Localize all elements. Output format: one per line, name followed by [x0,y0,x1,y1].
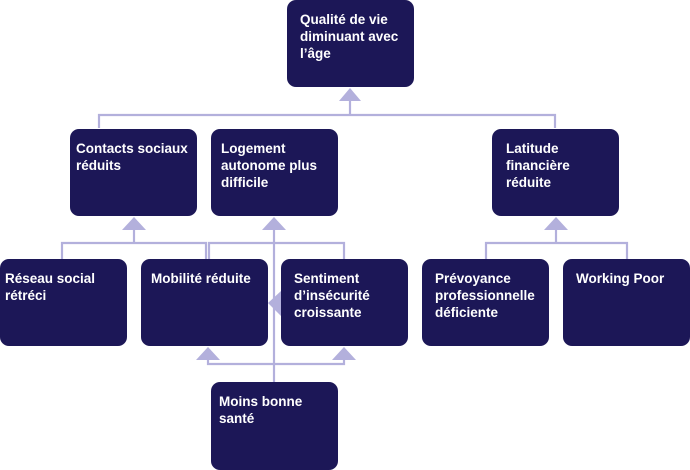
node-moins-bonne-sante: Moins bonne santé [211,382,338,470]
node-qualite-de-vie: Qualité de vie diminuant avec l’âge [287,0,414,87]
node-mobilite-reduite: Mobilité réduite [141,259,268,346]
arrow-up-icon [262,217,286,230]
node-label: Working Poor [576,271,665,286]
node-label: Moins bonne santé [219,394,303,426]
arrow-up-icon [332,347,356,360]
connector-reseau-to-contacts [60,241,208,259]
connector-mobilite-sentiment-to-logement [207,241,346,259]
node-sentiment-insecurite: Sentiment d’insécurité croissante [281,259,408,346]
arrow-up-icon [339,88,361,101]
node-label: Latitude financière réduite [506,141,570,190]
connector-sante-to-mobilite-sentiment [206,360,346,366]
arrow-up-icon [544,217,568,230]
node-label: Sentiment d’insécurité croissante [294,271,370,320]
arrow-up-icon [122,217,146,230]
node-working-poor: Working Poor [563,259,690,346]
node-latitude-financiere: Latitude financière réduite [492,129,619,216]
node-label: Prévoyance professionnelle déficiente [435,271,535,320]
node-label: Qualité de vie diminuant avec l’âge [300,12,399,61]
connector-latitude-to-top [350,113,557,128]
node-label: Logement autonome plus difficile [221,141,318,190]
connector-contacts-to-top [97,113,350,128]
node-contacts-sociaux: Contacts sociaux réduits [70,129,197,216]
arrow-up-icon [196,347,220,360]
node-prevoyance-professionnelle: Prévoyance professionnelle déficiente [422,259,549,346]
node-logement-autonome: Logement autonome plus difficile [211,129,338,216]
node-label: Contacts sociaux réduits [76,141,188,173]
connector-prevoyance-working-to-latitude [484,241,629,259]
node-label: Réseau social rétréci [5,271,96,303]
node-reseau-social: Réseau social rétréci [0,259,127,346]
node-label: Mobilité réduite [151,271,251,286]
arrow-left-icon [268,291,281,316]
